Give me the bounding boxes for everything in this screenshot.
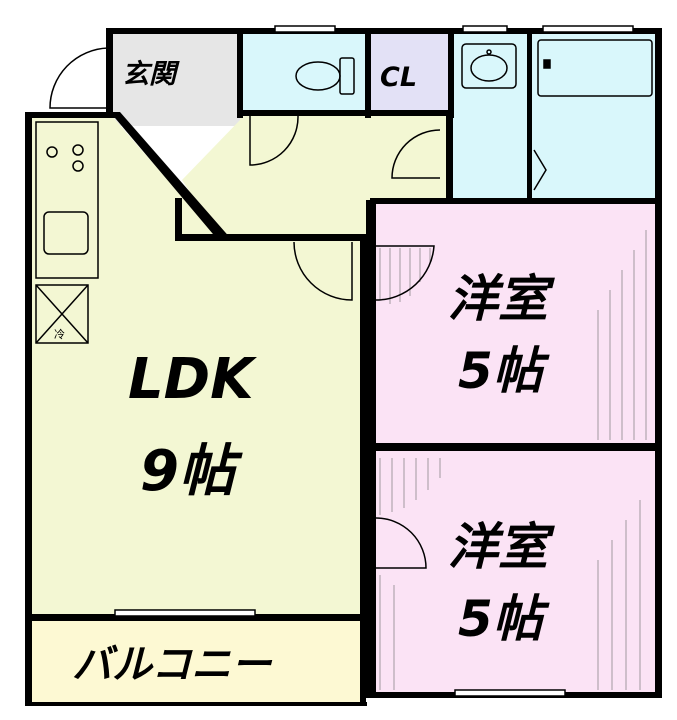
ldk-door <box>293 241 353 301</box>
walls <box>25 28 662 706</box>
washroom-area <box>452 34 530 200</box>
balcony-label: バルコニー <box>72 642 273 688</box>
western-room-2-area <box>370 450 658 694</box>
western-room-2-label: 洋室 <box>448 518 555 576</box>
toilet-icon <box>295 57 355 95</box>
entrance-label: 玄関 <box>122 59 180 90</box>
ldk-label: LDK <box>128 347 257 412</box>
hall-door-2 <box>391 129 441 179</box>
fridge-label: 冷 <box>54 328 65 341</box>
stove-burner-icon <box>72 144 84 156</box>
entrance-door <box>49 47 109 109</box>
windows <box>114 25 634 697</box>
washbasin-icon <box>461 43 517 89</box>
stove-burner-icon <box>72 160 84 172</box>
kitchen-counter <box>35 121 99 279</box>
toilet-area <box>243 34 368 116</box>
western-room-1-label: 洋室 <box>448 270 555 328</box>
closet-area <box>370 34 450 116</box>
closet-label: CL <box>380 62 417 93</box>
door-swings <box>49 47 441 569</box>
balcony-area <box>30 620 364 706</box>
western-room-1-size: 5帖 <box>458 342 550 400</box>
fridge-icon <box>35 284 89 344</box>
western-room-2-size: 5帖 <box>458 590 550 648</box>
hall-area <box>182 34 450 238</box>
ldk-size: 9帖 <box>140 439 243 504</box>
floor-hatching-room-2 <box>379 458 641 690</box>
entrance-area <box>112 34 240 126</box>
bathroom-area <box>530 34 658 200</box>
room-2-door <box>375 517 427 569</box>
floor-hatching-room-1 <box>379 230 647 440</box>
stove-burner-icon <box>46 146 58 158</box>
hall-door-1 <box>249 115 299 166</box>
sink-icon <box>43 211 89 255</box>
room-1-door <box>375 245 435 301</box>
bathtub-icon <box>533 39 653 191</box>
